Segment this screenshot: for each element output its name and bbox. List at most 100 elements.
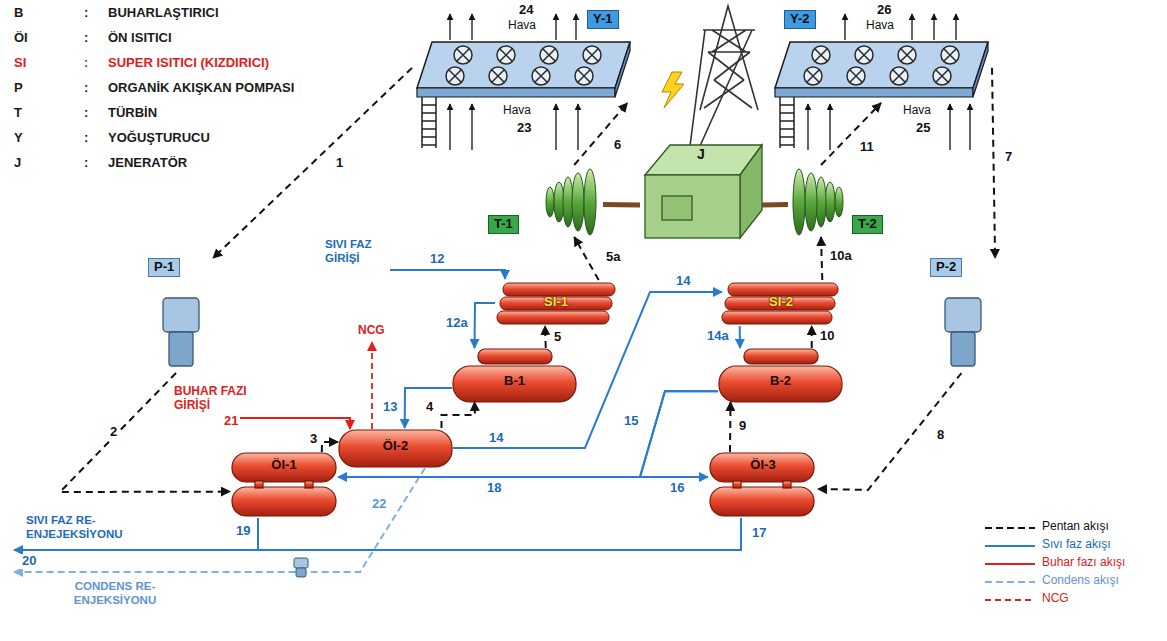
pentane-flow (442, 402, 476, 428)
generator: J (640, 140, 762, 240)
liquid-inlet-line (390, 270, 505, 279)
condensate-pump (294, 558, 308, 577)
preheater (339, 430, 452, 467)
callout-number: 19 (234, 524, 252, 539)
equipment-tag: Y-2 (784, 10, 816, 29)
legend-entry: Sıvı faz akışı (1042, 538, 1111, 552)
key-colon: : (84, 106, 88, 121)
equipment-tag: ÖI-2 (383, 439, 408, 454)
reinjection-line (257, 518, 259, 550)
pentane-flow (729, 402, 732, 452)
flow-number: 4 (424, 400, 435, 415)
callout-number: 23 (515, 121, 533, 136)
lightning-symbol (662, 72, 684, 108)
flow-number: 16 (668, 481, 686, 496)
equipment-tag: B-1 (504, 374, 525, 389)
callout-number: Hava (866, 19, 894, 33)
equipment-tag: ÖI-1 (271, 458, 296, 473)
flow-number: 7 (1003, 150, 1014, 165)
flow-number: 5 (552, 330, 563, 345)
liquid-phase-flow (405, 388, 452, 428)
air-cooled-condenser (775, 42, 988, 148)
preheater: ÖI-2 (338, 428, 453, 468)
key-letter: P (14, 81, 23, 96)
turbine (546, 169, 596, 235)
preheater: ÖI-1 (230, 452, 338, 518)
flow-number: 10 (818, 329, 836, 344)
key-name: SUPER ISITICI (KIZDIRICI) (108, 56, 269, 71)
pump: P-2 (930, 258, 1000, 373)
evaporator: B-1 (452, 348, 577, 402)
evaporator (719, 349, 842, 402)
liquid-phase-flow (453, 292, 722, 448)
pentane-flow (821, 103, 881, 165)
key-colon: : (84, 31, 88, 46)
equipment-tag: P-2 (930, 258, 962, 277)
legend-samples (985, 528, 1035, 600)
pentane-flow (818, 373, 962, 490)
equipment-tag: T-1 (488, 215, 519, 234)
key-colon: : (84, 131, 88, 146)
key-letter: B (14, 6, 23, 21)
callout-number: Hava (503, 104, 531, 118)
flow-number: 10a (828, 249, 854, 264)
flow-number: 12a (444, 316, 470, 331)
pump: P-1 (148, 258, 218, 373)
callout-number: 22 (370, 497, 388, 512)
callout-number: 14 (487, 431, 505, 446)
stream-note: BUHAR FAZI GİRİŞİ (174, 384, 254, 413)
key-name: TÜRBİN (108, 106, 157, 121)
flow-number: 3 (308, 432, 319, 447)
key-name: YOĞUŞTURUCU (108, 131, 210, 146)
superheater: SI-1 (495, 280, 617, 326)
key-letter: SI (14, 56, 26, 71)
flow-number: 14a (705, 329, 731, 344)
flow-number: 14 (674, 274, 692, 289)
preheater (232, 453, 336, 516)
stream-note: SIVI FAZ GİRİŞİ (325, 238, 387, 266)
pentane-flow (992, 68, 995, 258)
callout-number: 21 (222, 414, 240, 429)
flow-number: 8 (935, 428, 946, 443)
flow-number: 1 (334, 156, 345, 171)
stream-note: SIVI FAZ RE-ENJEJEKSİYONU (26, 514, 146, 542)
evaporator: B-2 (718, 348, 843, 402)
superheater (497, 283, 615, 324)
flow-number: 2 (108, 425, 119, 440)
key-name: ORGANİK AKIŞKAN POMPASI (108, 81, 294, 96)
flow-number: 11 (858, 140, 876, 155)
flow-number: 6 (612, 138, 623, 153)
superheater: SI-2 (722, 280, 840, 326)
transmission-tower (690, 6, 758, 146)
legend-entry: Pentan akışı (1042, 520, 1109, 534)
key-letter: T (14, 106, 22, 121)
pentane-flow (811, 326, 813, 348)
key-letter: Y (14, 131, 23, 146)
stream-note: CONDENS RE-ENJEKSİYONU (40, 580, 190, 608)
key-colon: : (84, 81, 88, 96)
equipment-tag: J (697, 146, 705, 162)
callout-number: 17 (750, 526, 768, 541)
key-colon: : (84, 156, 88, 171)
air-cooled-condenser (417, 42, 630, 148)
equipment-tag: ÖI-3 (750, 458, 775, 473)
key-colon: : (84, 56, 88, 71)
generator (645, 145, 762, 238)
evaporator (453, 349, 576, 402)
superheater (722, 283, 838, 324)
key-letter: J (14, 156, 21, 171)
pentane-flow (322, 442, 338, 452)
key-colon: : (84, 6, 88, 21)
callout-number: Hava (903, 104, 931, 118)
turbine: T-1 (488, 165, 603, 237)
callout-number: 12 (428, 252, 446, 267)
equipment-tag: T-2 (852, 215, 883, 234)
flow-number: 5a (604, 250, 622, 265)
key-letter: ÖI (14, 31, 28, 46)
equipment-tag: SI-1 (544, 295, 568, 310)
pump (945, 298, 981, 366)
flow-number: 9 (737, 419, 748, 434)
callout-number: 25 (914, 121, 932, 136)
